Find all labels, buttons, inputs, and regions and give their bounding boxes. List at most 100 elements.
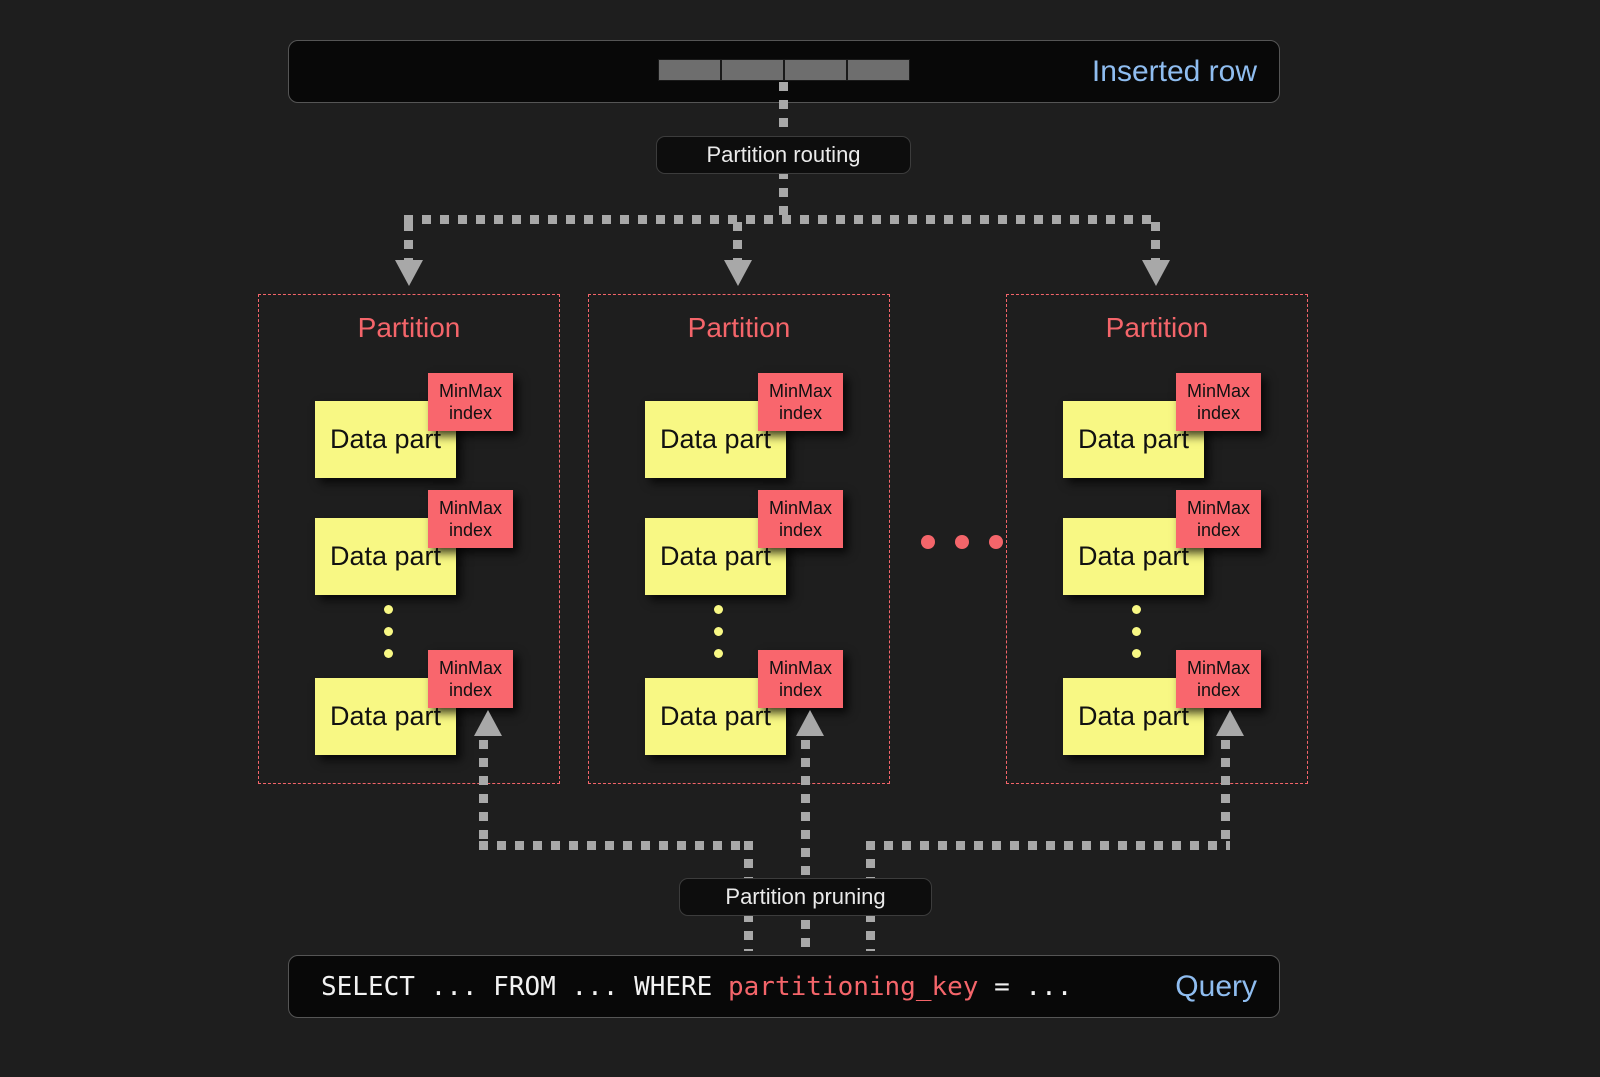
minmax-label-line1: MinMax (768, 498, 832, 518)
data-part-box: Data part (645, 678, 786, 755)
minmax-index-box: MinMax index (758, 373, 843, 431)
minmax-label-line1: MinMax (1186, 498, 1250, 518)
data-part-label: Data part (329, 701, 442, 731)
ellipsis-dot (714, 649, 723, 658)
ellipsis-dot (714, 605, 723, 614)
minmax-index-box: MinMax index (758, 650, 843, 708)
minmax-label-line1: MinMax (768, 658, 832, 678)
ellipsis-dot (384, 605, 393, 614)
minmax-index-box: MinMax index (428, 373, 513, 431)
data-part-group: MinMax index Data part (1063, 373, 1293, 483)
minmax-label-line2: index (1196, 520, 1240, 540)
minmax-index-box: MinMax index (1176, 373, 1261, 431)
ellipsis-dot (955, 535, 969, 549)
data-parts-ellipsis (1132, 605, 1141, 658)
data-part-group: MinMax index Data part (315, 373, 545, 483)
query-partitioning-key: partitioning_key (728, 971, 979, 1002)
data-part-group: MinMax index Data part (315, 650, 545, 760)
partition-title: Partition (1105, 312, 1209, 343)
arrow-out-of-partition-1 (796, 710, 824, 736)
partition-box-2: Partition MinMax index Data part MinMax … (1006, 294, 1308, 784)
arrow-out-of-partition-2 (1216, 710, 1244, 736)
ellipsis-dot (1132, 649, 1141, 658)
connector-row-to-routing (779, 82, 788, 140)
minmax-label-line1: MinMax (1186, 381, 1250, 401)
connector-bus-to-partition-1 (733, 222, 742, 267)
ellipsis-dot (384, 649, 393, 658)
partition-title: Partition (687, 312, 791, 343)
minmax-label-line1: MinMax (438, 658, 502, 678)
query-prefix: SELECT ... FROM ... WHERE (321, 971, 728, 1002)
data-part-label: Data part (659, 424, 772, 454)
connector-pruning-to-partition-2 (1221, 740, 1230, 848)
query-bar: SELECT ... FROM ... WHERE partitioning_k… (288, 955, 1280, 1018)
row-cell (658, 59, 721, 81)
connector-pruning-rail-left (479, 841, 749, 850)
minmax-label-line1: MinMax (1186, 658, 1250, 678)
minmax-label-line2: index (778, 680, 822, 700)
ellipsis-dot (384, 627, 393, 636)
data-part-box: Data part (315, 401, 456, 478)
ellipsis-dot (1132, 627, 1141, 636)
arrow-out-of-partition-0 (474, 710, 502, 736)
data-parts-ellipsis (714, 605, 723, 658)
minmax-index-box: MinMax index (758, 490, 843, 548)
data-part-group: MinMax index Data part (645, 490, 875, 600)
data-part-label: Data part (659, 541, 772, 571)
row-cell (847, 59, 910, 81)
data-part-group: MinMax index Data part (315, 490, 545, 600)
data-part-box: Data part (315, 678, 456, 755)
row-cell (784, 59, 847, 81)
partition-pruning-label: Partition pruning (725, 884, 886, 909)
ellipsis-dot (989, 535, 1003, 549)
partition-box-1: Partition MinMax index Data part MinMax … (588, 294, 890, 784)
minmax-label-line1: MinMax (438, 381, 502, 401)
arrow-into-partition-2 (1142, 260, 1170, 286)
minmax-index-box: MinMax index (428, 650, 513, 708)
minmax-index-box: MinMax index (1176, 490, 1261, 548)
ellipsis-dot (921, 535, 935, 549)
data-part-box: Data part (1063, 678, 1204, 755)
partition-box-0: Partition MinMax index Data part MinMax … (258, 294, 560, 784)
data-part-group: MinMax index Data part (645, 373, 875, 483)
partition-title: Partition (357, 312, 461, 343)
minmax-label-line2: index (448, 520, 492, 540)
connector-pruning-rail-right (866, 841, 1230, 850)
query-suffix: = ... (978, 971, 1073, 1002)
query-label: Query (1175, 969, 1257, 1003)
query-sql-text: SELECT ... FROM ... WHERE partitioning_k… (321, 972, 1072, 1002)
connector-pruning-to-partition-0 (479, 740, 488, 848)
connector-pruning-to-partition-1 (801, 740, 810, 952)
inserted-row-cells (658, 59, 910, 81)
minmax-label-line2: index (448, 680, 492, 700)
minmax-label-line1: MinMax (438, 498, 502, 518)
data-part-group: MinMax index Data part (1063, 650, 1293, 760)
data-part-label: Data part (329, 424, 442, 454)
ellipsis-dot (1132, 605, 1141, 614)
partition-pruning-box: Partition pruning (679, 878, 932, 916)
data-part-label: Data part (659, 701, 772, 731)
arrow-into-partition-1 (724, 260, 752, 286)
data-part-label: Data part (1077, 701, 1190, 731)
minmax-label-line1: MinMax (768, 381, 832, 401)
partition-routing-box: Partition routing (656, 136, 911, 174)
minmax-index-box: MinMax index (1176, 650, 1261, 708)
minmax-label-line2: index (778, 520, 822, 540)
minmax-index-box: MinMax index (428, 490, 513, 548)
inserted-row-label: Inserted row (1091, 54, 1257, 88)
minmax-label-line2: index (778, 403, 822, 423)
data-parts-ellipsis (384, 605, 393, 658)
data-part-label: Data part (329, 541, 442, 571)
arrow-into-partition-0 (395, 260, 423, 286)
minmax-label-line2: index (448, 403, 492, 423)
connector-bus-to-partition-2 (1151, 222, 1160, 267)
ellipsis-dot (714, 627, 723, 636)
minmax-label-line2: index (1196, 403, 1240, 423)
partitions-ellipsis (921, 535, 1003, 549)
partition-routing-label: Partition routing (706, 142, 861, 167)
data-part-label: Data part (1077, 424, 1190, 454)
data-part-group: MinMax index Data part (645, 650, 875, 760)
data-part-label: Data part (1077, 541, 1190, 571)
minmax-label-line2: index (1196, 680, 1240, 700)
